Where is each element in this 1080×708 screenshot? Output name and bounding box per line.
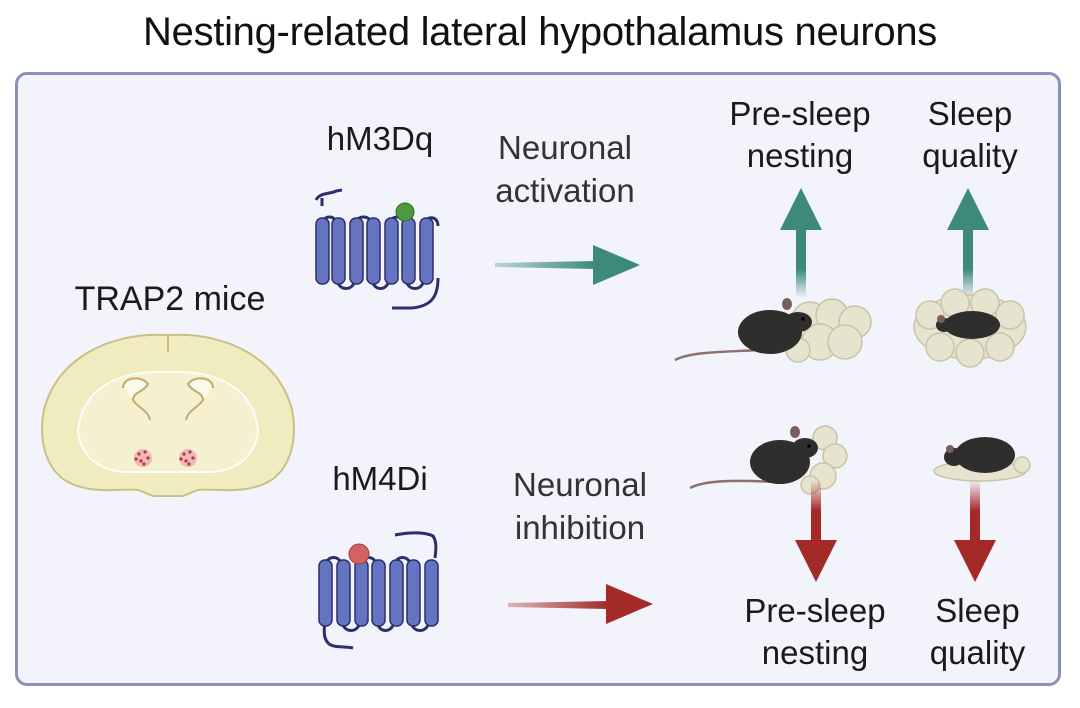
outcome-up-nesting-line1: Pre-sleep	[729, 95, 871, 132]
arrow-up-sleep-icon	[947, 188, 989, 298]
figure-title: Nesting-related lateral hypothalamus neu…	[143, 10, 937, 54]
inhibition-effect-line1: Neuronal	[513, 466, 647, 503]
mouse-nesting-icon-2	[689, 425, 848, 495]
outcome-down-nesting-line2: nesting	[761, 634, 869, 671]
outcome-up-sleep-line2: quality	[922, 137, 1018, 174]
arrow-down-sleep-icon	[954, 480, 996, 582]
outcome-up-sleep-label: Sleep quality	[895, 93, 1045, 177]
mouse-nesting-icon	[674, 298, 872, 363]
outcome-down-nesting-label: Pre-sleep nesting	[720, 590, 910, 674]
hm3dq-label: hM3Dq	[326, 120, 434, 157]
outcome-down-sleep-line2: quality	[929, 634, 1026, 671]
activator-ligand	[395, 202, 415, 222]
outcome-up-nesting-line2: nesting	[746, 137, 854, 174]
activation-effect-label: Neuronal activation	[470, 126, 660, 212]
arrow-down-nesting-icon	[795, 480, 837, 582]
arrow-up-nesting-icon	[780, 188, 822, 298]
inhibitor-ligand	[348, 543, 370, 565]
outcome-up-sleep-line1: Sleep	[927, 95, 1013, 132]
lateral-hypothalamus-left	[134, 449, 152, 467]
lateral-hypothalamus-right	[179, 449, 197, 467]
hm4di-receptor-icon	[318, 531, 439, 650]
activation-effect-line2: activation	[495, 172, 635, 209]
inhibition-arrow	[508, 584, 653, 624]
brain-section-icon	[41, 333, 295, 497]
model-label: TRAP2 mice	[74, 280, 266, 318]
outcome-down-sleep-line1: Sleep	[935, 592, 1020, 629]
outcome-up-nesting-label: Pre-sleep nesting	[705, 93, 895, 177]
hm4di-label: hM4Di	[332, 460, 428, 497]
mouse-sleeping-icon	[913, 288, 1027, 368]
mouse-sleeping-icon-2	[933, 437, 1031, 482]
activation-effect-line1: Neuronal	[498, 129, 632, 166]
hm3dq-receptor-icon	[314, 188, 440, 310]
inhibition-effect-line2: inhibition	[514, 509, 646, 546]
outcome-down-sleep-label: Sleep quality	[905, 590, 1050, 674]
inhibition-effect-label: Neuronal inhibition	[490, 463, 670, 549]
activation-arrow	[495, 245, 640, 285]
outcome-down-nesting-line1: Pre-sleep	[744, 592, 886, 629]
